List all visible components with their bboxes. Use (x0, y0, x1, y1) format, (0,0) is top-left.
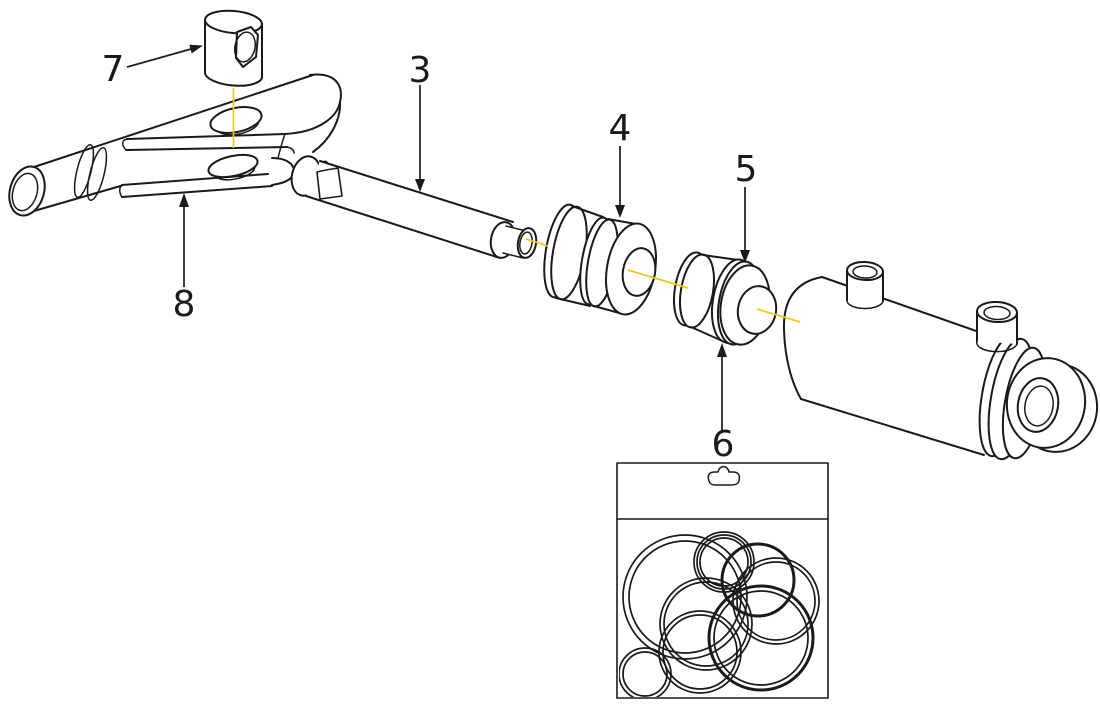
part-number-8: 8 (173, 284, 196, 325)
clevis-bottom-pin-hole (207, 153, 259, 179)
callouts: 3 4 5 6 7 8 (102, 44, 758, 465)
barrel-left-end (782, 276, 823, 400)
clevis-top-plate-tip (284, 73, 342, 135)
barrel-port-1 (846, 260, 884, 310)
pin-side-hole (233, 31, 257, 63)
axis-centerline-rod-gland (525, 238, 549, 247)
callout-4: 4 (609, 108, 632, 218)
clevis-bend-outer (312, 101, 342, 153)
part-number-3: 3 (409, 50, 432, 91)
part-number-7: 7 (102, 49, 125, 90)
part-tube-clevis (8, 73, 348, 217)
barrel-port-2 (975, 300, 1018, 353)
callout-8: 8 (173, 193, 196, 325)
o-rings (619, 531, 820, 697)
part-clevis-pin (204, 9, 264, 87)
clevis-bend-inner (277, 133, 286, 159)
part-piston-rod (290, 155, 538, 259)
pin-side-boss (235, 26, 259, 68)
axis-centerline-piston-barrel (756, 308, 801, 323)
bag-hang-slot (707, 465, 741, 486)
callout-6: 6 (712, 343, 735, 465)
part-piston (672, 251, 778, 346)
callout-3: 3 (409, 50, 432, 192)
axis-centerline-gland-piston (627, 269, 689, 289)
piston-nose-boss (736, 285, 778, 335)
clevis-far-edge (33, 74, 314, 168)
callout-5: 5 (735, 149, 758, 263)
part-seal-kit-bag (616, 462, 829, 699)
part-cylinder-barrel (782, 260, 1099, 461)
barrel-eye-hole-inner (1024, 385, 1054, 427)
part-number-5: 5 (735, 149, 758, 190)
part-number-4: 4 (609, 108, 632, 149)
callout-7: 7 (102, 44, 203, 90)
part-rod-gland (543, 203, 657, 316)
gland-rod-bore (621, 247, 657, 297)
rod-wrench-flat (316, 167, 343, 200)
assembly-centerlines (232, 88, 801, 323)
tube-collar-edge-2 (86, 146, 108, 202)
part-number-6: 6 (712, 424, 735, 465)
